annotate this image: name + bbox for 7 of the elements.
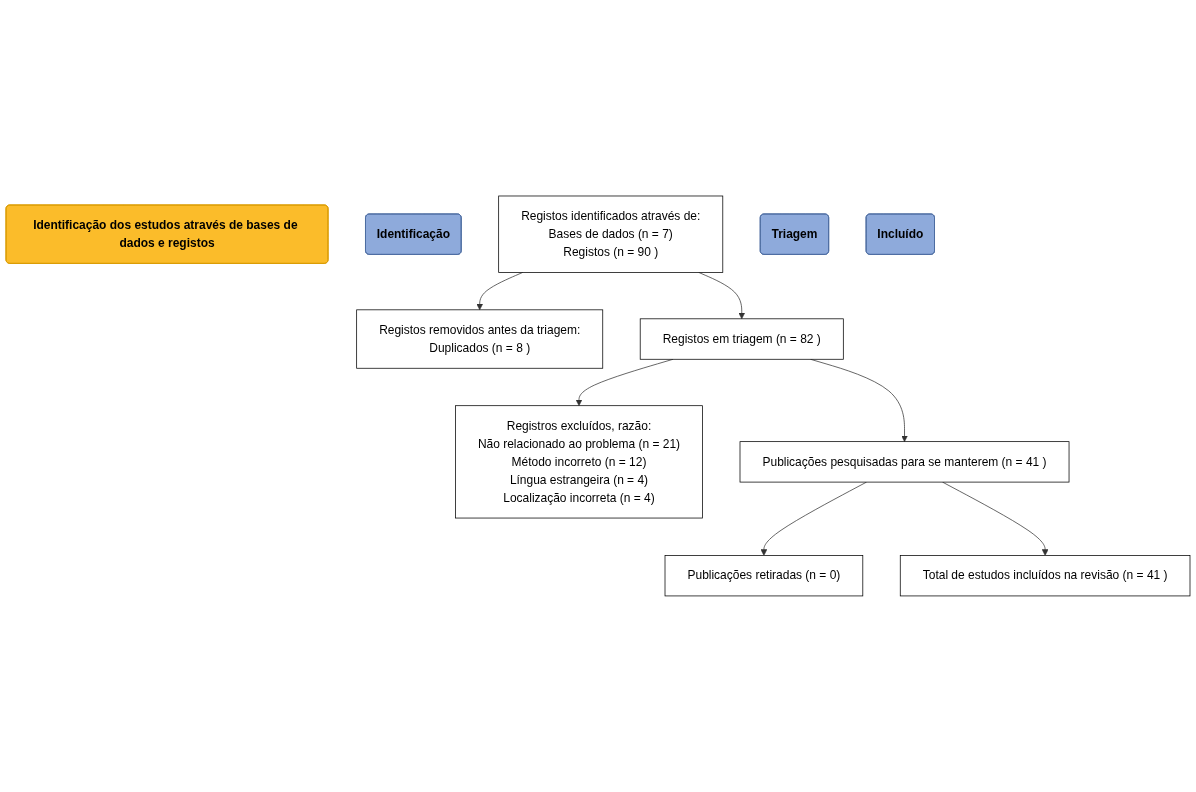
node-box: Registos em triagem (n = 82 ): [639, 318, 844, 360]
node-box: Registos identificados através de: Bases de dados (n = 7) Registos (n = 90 ): [498, 195, 724, 273]
node-box: Registos removidos antes da triagem: Duplicados (n = 8 ): [356, 309, 604, 369]
node-box: Total de estudos incluídos na revisão (n = 41 ): [899, 555, 1191, 597]
node-box: Publicações retiradas (n = 0): [664, 555, 864, 597]
node-box: Publicações pesquisadas para se manterem (n = 41 ): [739, 441, 1070, 483]
node-box: Registros excluídos, razão: Não relacionado ao problema (n = 21) Método incorreto (n = 12) Língua estrangeira (n = 4) Localização incorreta (n = 4): [455, 405, 703, 519]
